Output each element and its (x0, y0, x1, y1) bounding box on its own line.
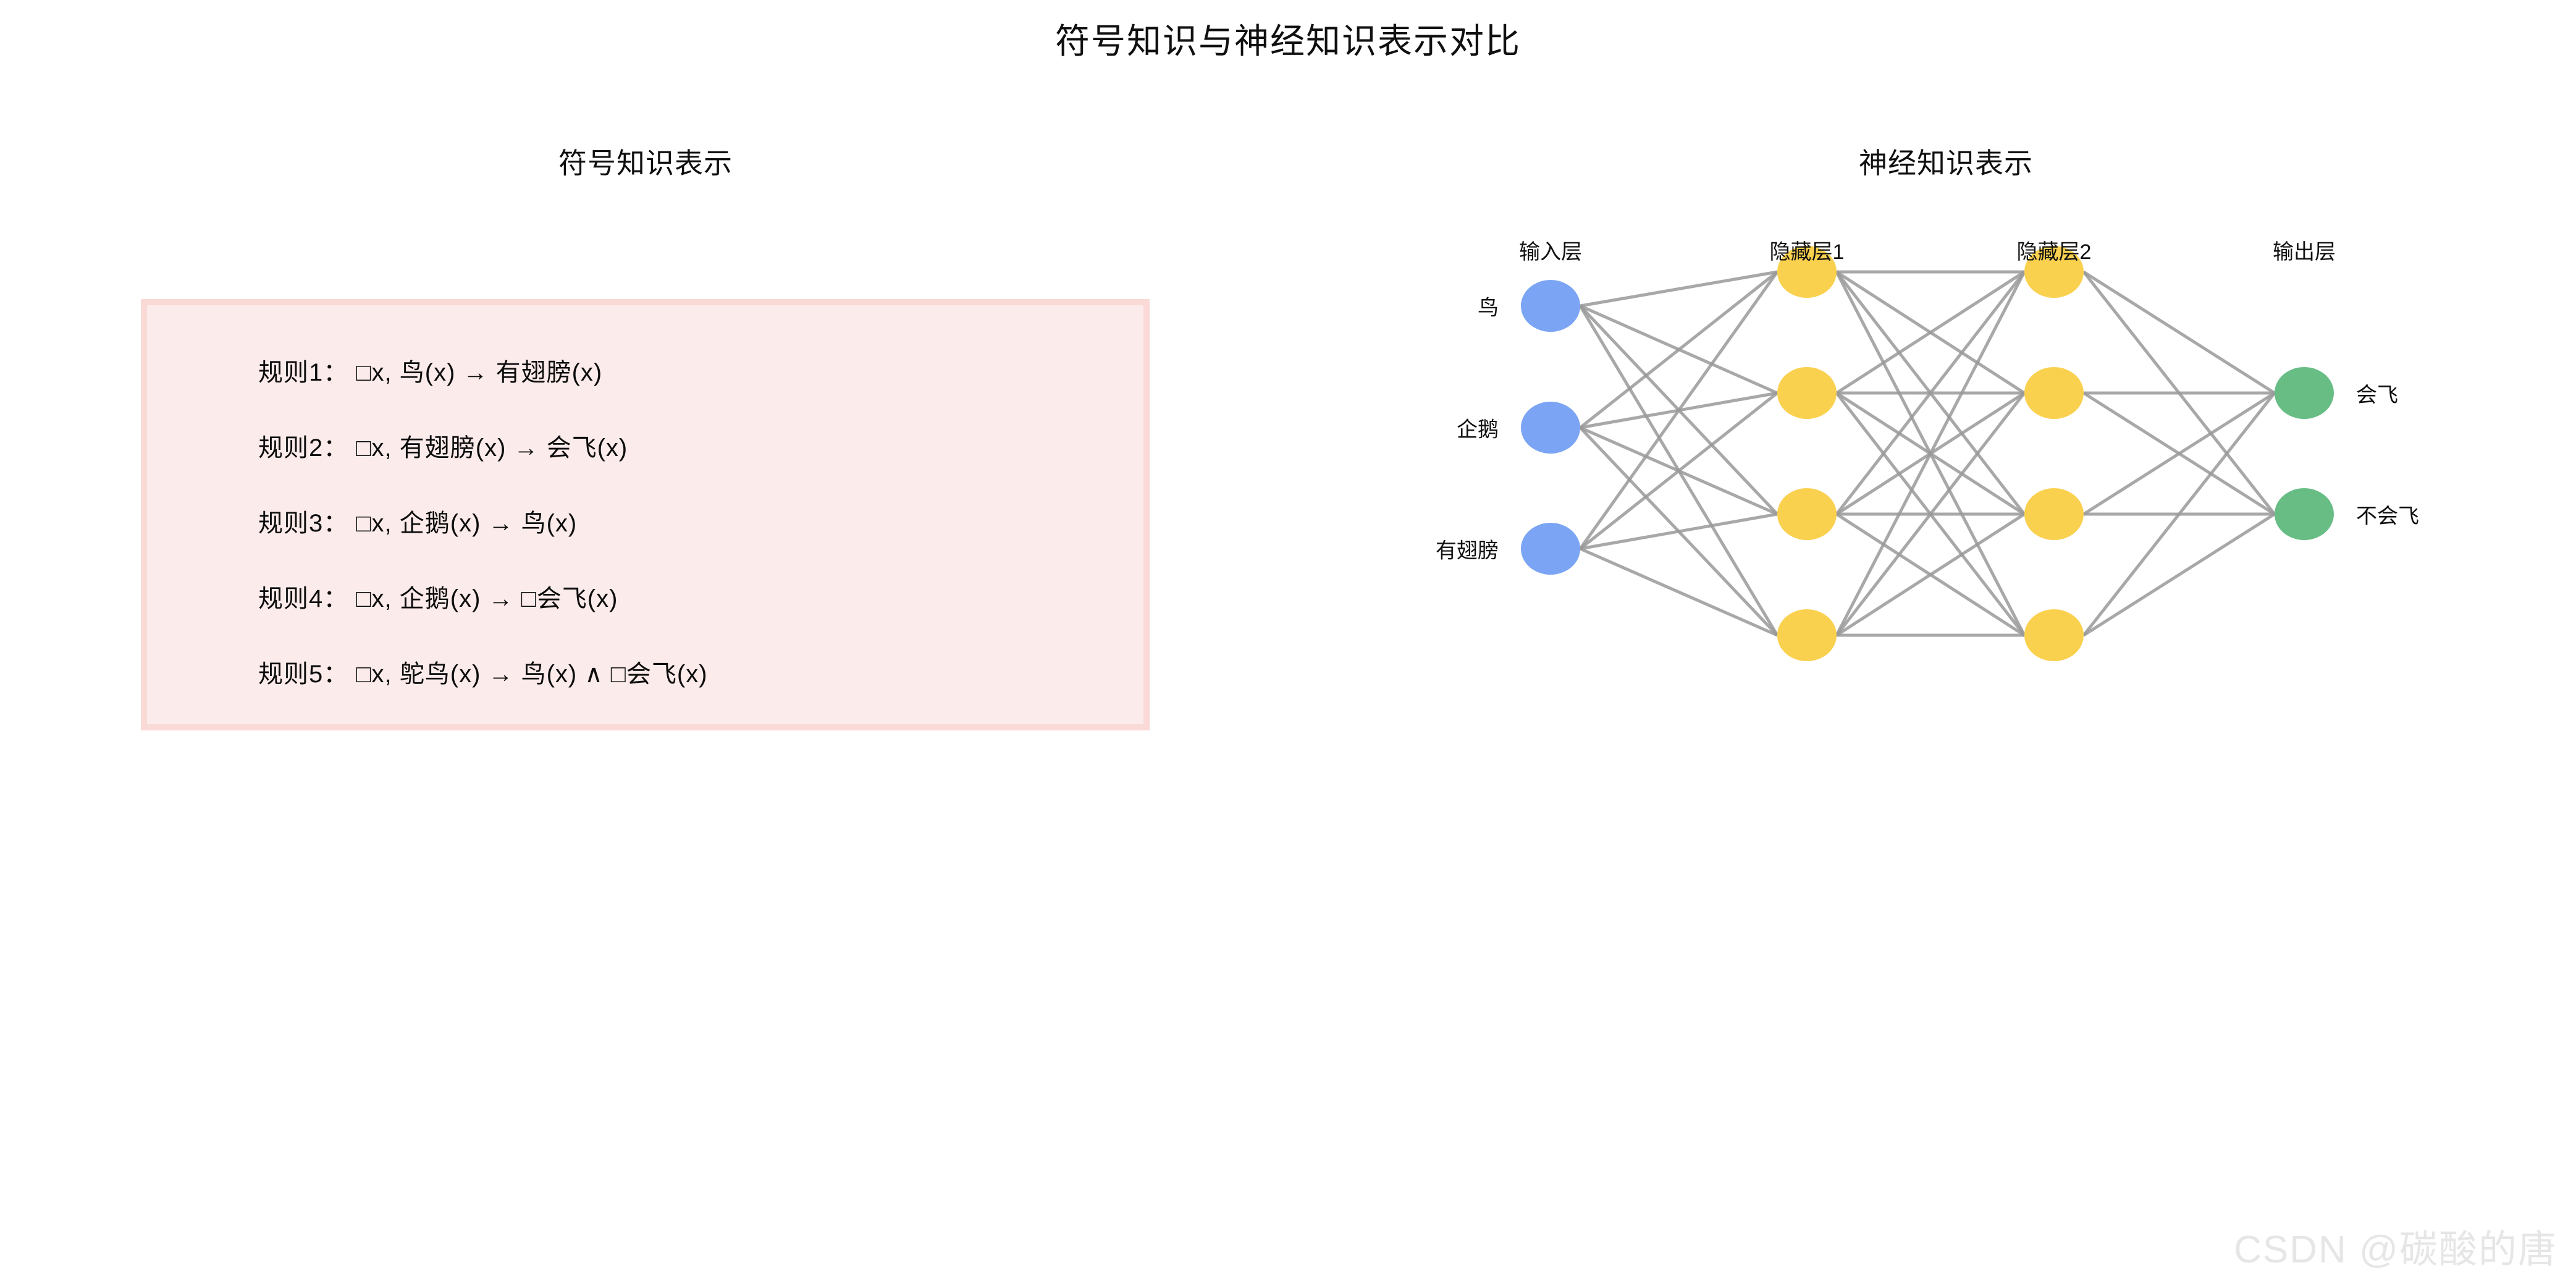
network-edge (1835, 392, 2026, 636)
network-node-hidden2 (2024, 488, 2084, 540)
network-node-hidden2 (2024, 367, 2084, 419)
network-edge (2082, 392, 2276, 636)
layer-caption: 隐藏层1 (1769, 240, 1845, 264)
network-node-hidden1 (1777, 246, 1837, 298)
rule-line: 规则5： □x, 鸵鸟(x) → 鸟(x) ∧ □会飞(x) (258, 661, 708, 688)
network-node-label: 不会飞 (2356, 504, 2419, 528)
network-node-hidden1 (1777, 488, 1837, 540)
network-edge (2082, 512, 2276, 637)
network-edge (2082, 270, 2276, 395)
rules-list: 规则1： □x, 鸟(x) → 有翅膀(x) 规则2： □x, 有翅膀(x) → … (147, 305, 1143, 724)
network-edge (1579, 271, 1778, 429)
layer-caption: 隐藏层2 (2016, 240, 2092, 264)
neural-network-diagram: 鸟企鹅有翅膀 会飞不会飞 输入层 隐藏层1 隐藏层2 输出层 (1347, 235, 2576, 748)
network-edge (1578, 271, 1779, 550)
network-node-label: 企鹅 (1457, 418, 1499, 442)
rule-line: 规则4： □x, 企鹅(x) → □会飞(x) (258, 585, 618, 612)
network-edge (1579, 547, 1778, 637)
network-node-label: 鸟 (1478, 296, 1499, 320)
rule-line: 规则2： □x, 有翅膀(x) → 会飞(x) (258, 434, 628, 462)
neural-section-heading: 神经知识表示 (1859, 147, 2033, 179)
watermark: CSDN @碳酸的唐 (2234, 1228, 2557, 1271)
network-node-hidden1 (1777, 609, 1837, 661)
network-node-output (2275, 367, 2334, 419)
network-edge (1580, 270, 1778, 308)
network-node-input (1521, 523, 1580, 575)
rule-line: 规则3： □x, 企鹅(x) → 鸟(x) (258, 510, 578, 537)
network-edge (1835, 270, 2026, 395)
network-node-input (1521, 280, 1580, 332)
layer-caption: 输入层 (1519, 240, 1582, 264)
network-edge (1580, 512, 1778, 551)
symbolic-section-heading: 符号知识表示 (558, 147, 733, 179)
page-title: 符号知识与神经知识表示对比 (1055, 22, 1521, 61)
network-edge (1579, 392, 1778, 550)
network-node-hidden1 (1777, 367, 1837, 419)
network-node-output (2275, 488, 2334, 540)
network-edge (1835, 512, 2026, 637)
network-node-label: 有翅膀 (1436, 539, 1499, 563)
network-node-hidden2 (2024, 246, 2084, 298)
rule-line: 规则1： □x, 鸟(x) → 有翅膀(x) (258, 359, 603, 386)
network-edge (1835, 271, 2026, 636)
network-node-label: 会飞 (2356, 383, 2398, 407)
network-edge (2082, 391, 2276, 516)
network-node-input (1521, 402, 1580, 454)
symbolic-rules-panel: 规则1： □x, 鸟(x) → 有翅膀(x) 规则2： □x, 有翅膀(x) → … (141, 299, 1150, 730)
network-edge (1835, 271, 2026, 515)
network-node-hidden2 (2024, 609, 2084, 661)
layer-caption: 输出层 (2273, 240, 2336, 264)
neural-network-svg (1521, 246, 2334, 661)
